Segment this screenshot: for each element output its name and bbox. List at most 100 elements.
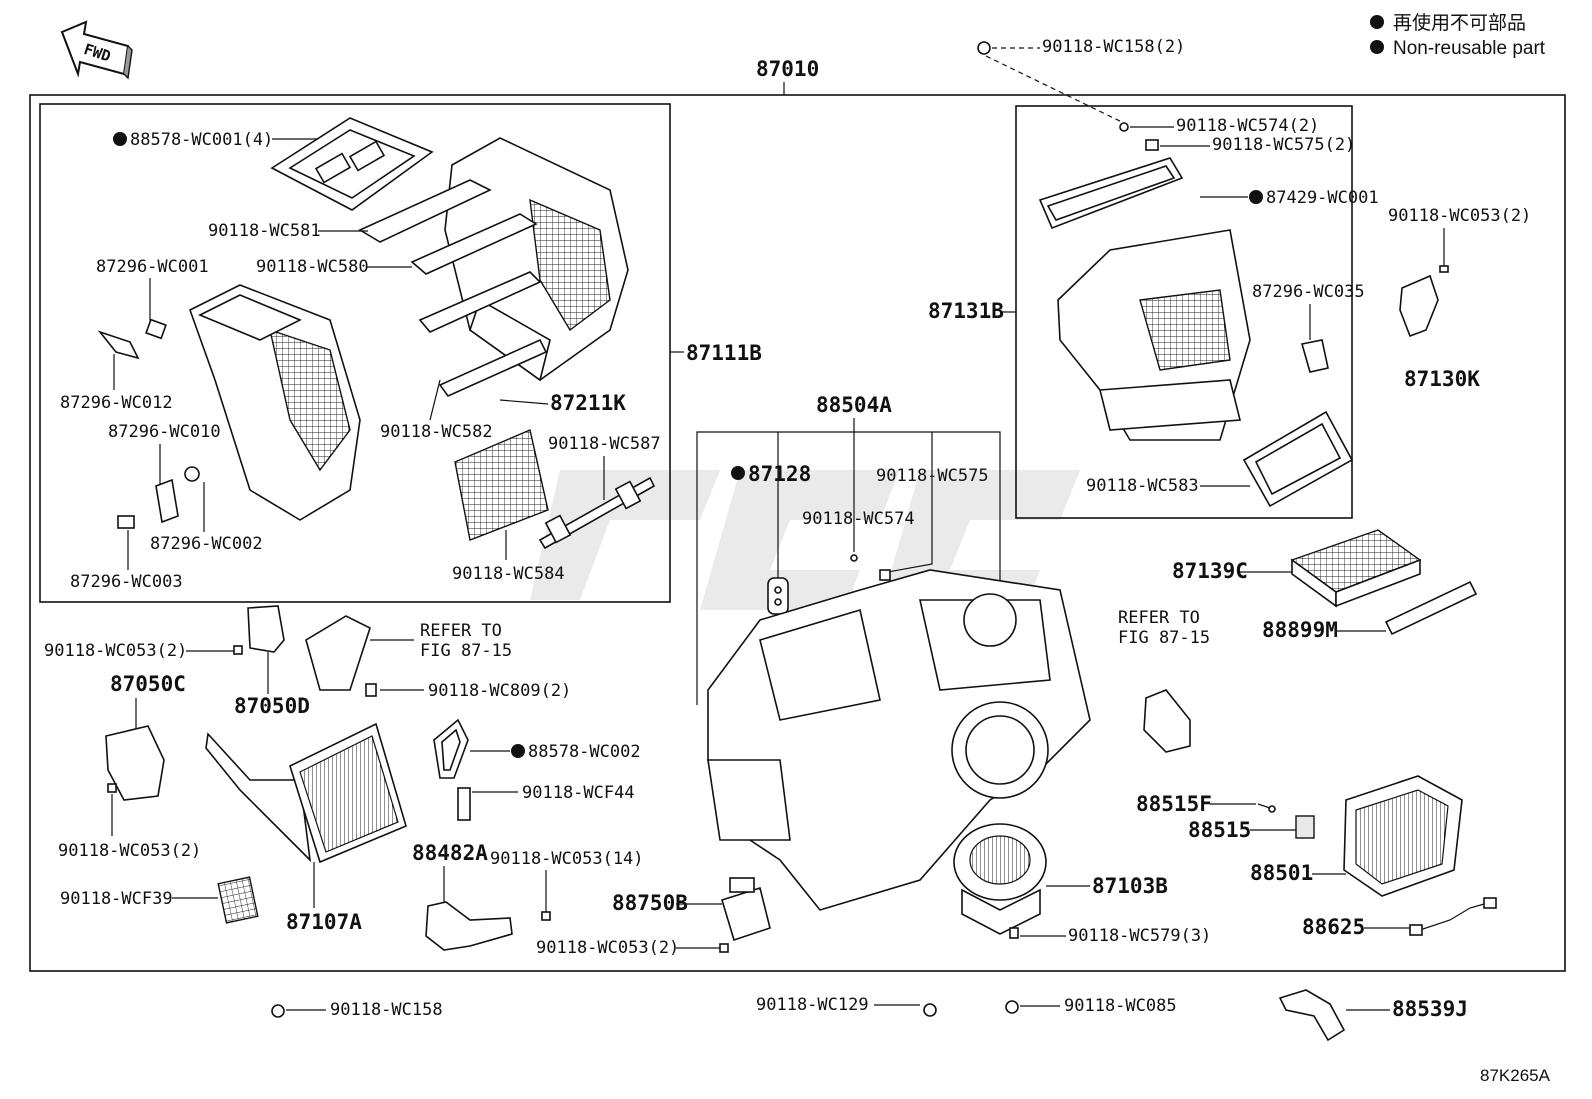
non-reusable-dot-icon [1370,15,1384,29]
part-90118-wc158 [271,1004,285,1018]
label-90118-wc053-2d: 90118-WC053(2) [536,938,679,958]
part-main-case [707,569,1091,911]
label-90118-wc579-3: 90118-WC579(3) [1068,926,1211,946]
part-90118-wc574 [850,554,858,562]
label-88578-wc002: 88578-WC002 [528,742,641,762]
part-87429-wc001 [1038,157,1184,230]
legend-line-2: Non-reusable part [1393,38,1546,59]
label-88515f: 88515F [1136,792,1212,816]
legend-line-1: 再使用不可部品 [1393,12,1526,34]
part-87296-wc010 [155,478,179,524]
part-90118-wc583 [1242,410,1354,508]
part-88539j [1278,989,1346,1042]
label-90118-wc158: 90118-WC158 [330,1000,443,1020]
label-90118-wc580: 90118-WC580 [256,257,369,277]
part-87296-wc002 [184,466,200,482]
label-87296-wc001: 87296-WC001 [96,257,209,277]
label-90118-wc587: 90118-WC587 [548,434,661,454]
label-90118-wc085: 90118-WC085 [1064,996,1177,1016]
label-87296-wc010: 87296-WC010 [108,422,221,442]
part-87130k [1399,274,1439,338]
part-90118-wc158-2 [977,41,991,55]
non-reusable-dot-icon [1370,40,1384,54]
part-blower-case-upper [1057,229,1251,441]
part-87050d [247,605,285,653]
part-87050c [105,725,165,801]
part-88899m [1384,580,1478,636]
label-87111b: 87111B [686,341,762,365]
legend: 再使用不可部品 Non-reusable part [1370,12,1546,59]
part-87139c [1290,529,1422,608]
label-90118-wc574: 90118-WC574 [802,509,915,529]
label-88625: 88625 [1302,915,1365,939]
label-87211k: 87211K [550,391,626,415]
part-88501 [1343,775,1463,897]
part-87296-wc035 [1300,339,1329,373]
label-90118-wcf39: 90118-WCF39 [60,889,173,909]
label-87050d: 87050D [234,694,310,718]
part-90118-wcf44 [457,787,471,821]
part-90118-wcf39 [217,876,259,924]
label-87296-wc035: 87296-WC035 [1252,282,1365,302]
label-87128: 87128 [748,462,811,486]
part-duct-right [1143,689,1191,753]
label-90118-wc574-2: 90118-WC574(2) [1176,116,1319,136]
label-88750b: 88750B [612,891,688,915]
label-87107a: 87107A [286,910,362,934]
label-90118-wc053-14: 90118-WC053(14) [490,849,644,869]
label-88504a: 88504A [816,393,892,417]
label-90118-wc053-2b: 90118-WC053(2) [44,641,187,661]
label-90118-wc809-2: 90118-WC809(2) [428,681,571,701]
label-88515: 88515 [1188,818,1251,842]
label-87296-wc012: 87296-WC012 [60,393,173,413]
label-87429-wc001: 87429-WC001 [1266,188,1379,208]
part-88515f [1257,803,1276,813]
label-90118-wc053-2c: 90118-WC053(2) [58,841,201,861]
part-87296-wc012 [97,330,140,360]
label-90118-wc582: 90118-WC582 [380,422,493,442]
part-88750b [721,877,771,942]
part-left-housing [189,284,361,521]
part-90118-wc129 [923,1003,937,1017]
label-87010: 87010 [756,57,819,81]
label-90118-wc584: 90118-WC584 [452,564,565,584]
label-90118-wc575-2: 90118-WC575(2) [1212,135,1355,155]
label-90118-wc129: 90118-WC129 [756,995,869,1015]
fwd-arrow-icon: FWD [60,20,133,80]
part-90118-wc574-2 [1119,122,1129,132]
label-87050c: 87050C [110,672,186,696]
label-90118-wcf44: 90118-WCF44 [522,783,635,803]
part-90118-wc575-2 [1145,139,1159,151]
label-88501: 88501 [1250,861,1313,885]
part-88482a [425,901,513,951]
part-90118-wc579-3 [1009,927,1019,939]
part-87128 [767,577,789,615]
part-90118-wc809-2 [365,683,377,697]
bracket-88504a [696,431,1001,705]
part-88625 [1409,897,1497,936]
label-87130k: 87130K [1404,367,1480,391]
part-87296-wc003 [117,515,135,529]
label-refer-to-2: REFER TO [1118,608,1200,628]
frame-87111b [39,103,671,603]
label-87296-wc002: 87296-WC002 [150,534,263,554]
label-88578-wc001: 88578-WC001(4) [130,130,273,150]
label-90118-wc581: 90118-WC581 [208,221,321,241]
label-90118-wc575: 90118-WC575 [876,466,989,486]
part-87103b [953,823,1047,935]
part-90118-wc575 [879,569,891,581]
part-87296-wc001 [145,318,167,340]
part-90118-wc584 [454,429,549,541]
label-fig-87-15-1: FIG 87-15 [420,641,512,661]
label-refer-to-1: REFER TO [420,621,502,641]
label-90118-wc053-2a: 90118-WC053(2) [1388,206,1531,226]
label-87139c: 87139C [1172,559,1248,583]
label-87103b: 87103B [1092,874,1168,898]
assembly-frame [29,94,1566,972]
part-88515 [1295,815,1315,839]
part-87211k [418,271,548,397]
label-fig-87-15-2: FIG 87-15 [1118,628,1210,648]
part-duct-left [305,615,371,691]
label-87131b: 87131B [928,299,1004,323]
